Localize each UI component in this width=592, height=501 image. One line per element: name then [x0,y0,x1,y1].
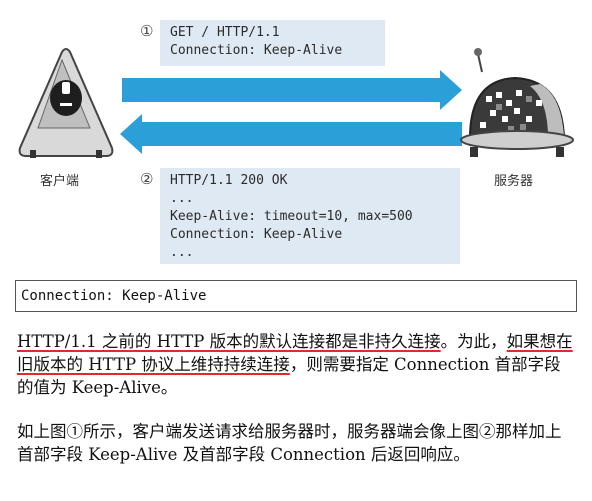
request-line: GET / HTTP/1.1 [170,25,280,40]
paragraph-text: ，则需要指定 Connection 首部字段的值为 Keep-Alive。 [17,355,561,397]
paragraph-text: 。为此， [440,332,507,351]
client-device-icon [18,48,114,158]
server-label: 服务器 [494,174,534,189]
response-line: HTTP/1.1 200 OK [170,173,288,188]
request-arrow [122,70,462,110]
response-line: ... [170,191,194,206]
diagram-graphics [18,48,574,158]
response-step-number: ② [140,170,154,188]
server-device-icon [460,48,574,157]
highlighted-phrase-old-version: 如果想在旧版本的 HTTP 协议上维持持续连接 [17,332,573,374]
code-snippet-box: Connection: Keep-Alive [15,280,577,312]
response-arrow [120,114,462,154]
response-line: ... [170,245,194,260]
response-line: Connection: Keep-Alive [170,227,343,242]
paragraph-keep-alive-explanation: HTTP/1.1 之前的 HTTP 版本的默认连接都是非持久连接。为此，如果想在… [17,330,577,399]
request-line: Connection: Keep-Alive [170,43,343,58]
highlighted-phrase-nonpersistent: HTTP/1.1 之前的 HTTP 版本的默认连接都是非持久连接 [17,332,441,351]
paragraph-figure-description: 如上图①所示，客户端发送请求给服务器时，服务器端会像上图②那样加上首部字段 Ke… [17,422,562,464]
client-label: 客户端 [40,174,80,189]
response-line: Keep-Alive: timeout=10, max=500 [170,209,413,224]
response-message-box: HTTP/1.1 200 OK... Keep-Alive: timeout=10… [160,168,460,264]
request-step-number: ① [140,22,154,40]
